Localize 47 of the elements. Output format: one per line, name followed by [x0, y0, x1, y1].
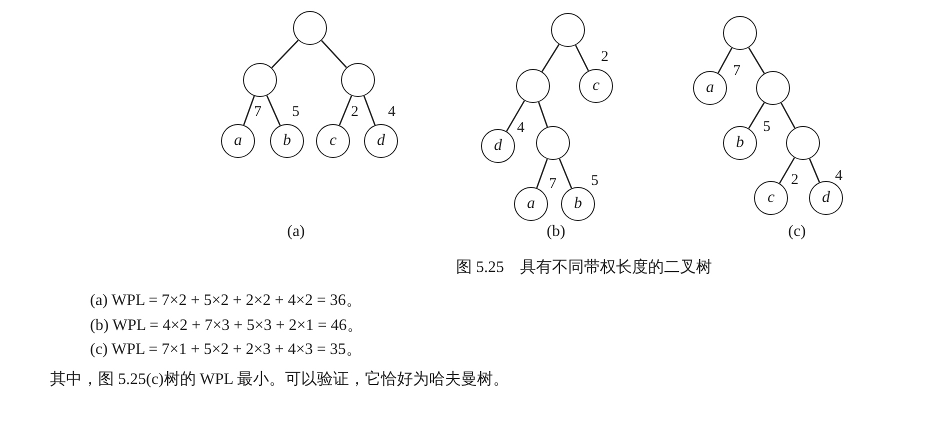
tree-edge: [748, 47, 765, 74]
tree-node: a: [514, 187, 548, 221]
tree-edge: [506, 100, 526, 132]
tree-node: d: [481, 129, 515, 163]
tree-edge: [321, 40, 347, 68]
tree-edge: [338, 95, 352, 126]
tree-node: b: [270, 124, 304, 158]
formula-text: (a) WPL = 7×2 + 5×2 + 2×2 + 4×2 = 36。: [90, 292, 362, 310]
tree-edge: [363, 96, 376, 126]
tree-node: [551, 13, 585, 47]
tree-node: c: [754, 181, 788, 215]
tree-node: c: [579, 69, 613, 103]
tree-node: b: [561, 187, 595, 221]
tree-edge: [541, 44, 560, 72]
tree-node: a: [221, 124, 255, 158]
tree-edge: [778, 157, 796, 184]
tree-edge: [536, 158, 548, 188]
tree-node: [243, 63, 277, 97]
tree-node: d: [364, 124, 398, 158]
tree-edge: [538, 102, 548, 128]
formula-text: (c) WPL = 7×1 + 5×2 + 2×3 + 4×3 = 35。: [90, 341, 362, 359]
sub-caption: (c): [788, 223, 806, 241]
tree-edge: [808, 158, 820, 183]
sub-caption: (a): [287, 223, 305, 241]
tree-node: b: [723, 126, 757, 160]
tree-node: [516, 69, 550, 103]
tree-node: a: [693, 71, 727, 105]
formula-text: (b) WPL = 4×2 + 7×3 + 5×3 + 2×1 = 46。: [90, 317, 363, 335]
paragraph-text: 其中，图 5.25(c)树的 WPL 最小。可以验证，它恰好为哈夫曼树。: [50, 371, 509, 389]
tree-node: [341, 63, 375, 97]
figure-caption: 图 5.25 具有不同带权长度的二叉树: [456, 259, 712, 277]
tree-edge: [574, 44, 590, 72]
tree-node: [756, 71, 790, 105]
tree-edge: [780, 102, 796, 128]
tree-edge: [243, 96, 255, 126]
tree-node: d: [809, 181, 843, 215]
tree-edge: [558, 158, 572, 189]
tree-edge: [266, 95, 281, 126]
tree-node: [293, 11, 327, 45]
tree-node: [723, 16, 757, 50]
tree-edge: [748, 102, 765, 129]
tree-node: [536, 126, 570, 160]
tree-node: [786, 126, 820, 160]
sub-caption: (b): [546, 223, 566, 241]
tree-edge: [718, 48, 732, 74]
tree-node: c: [316, 124, 350, 158]
tree-edge: [271, 40, 299, 68]
